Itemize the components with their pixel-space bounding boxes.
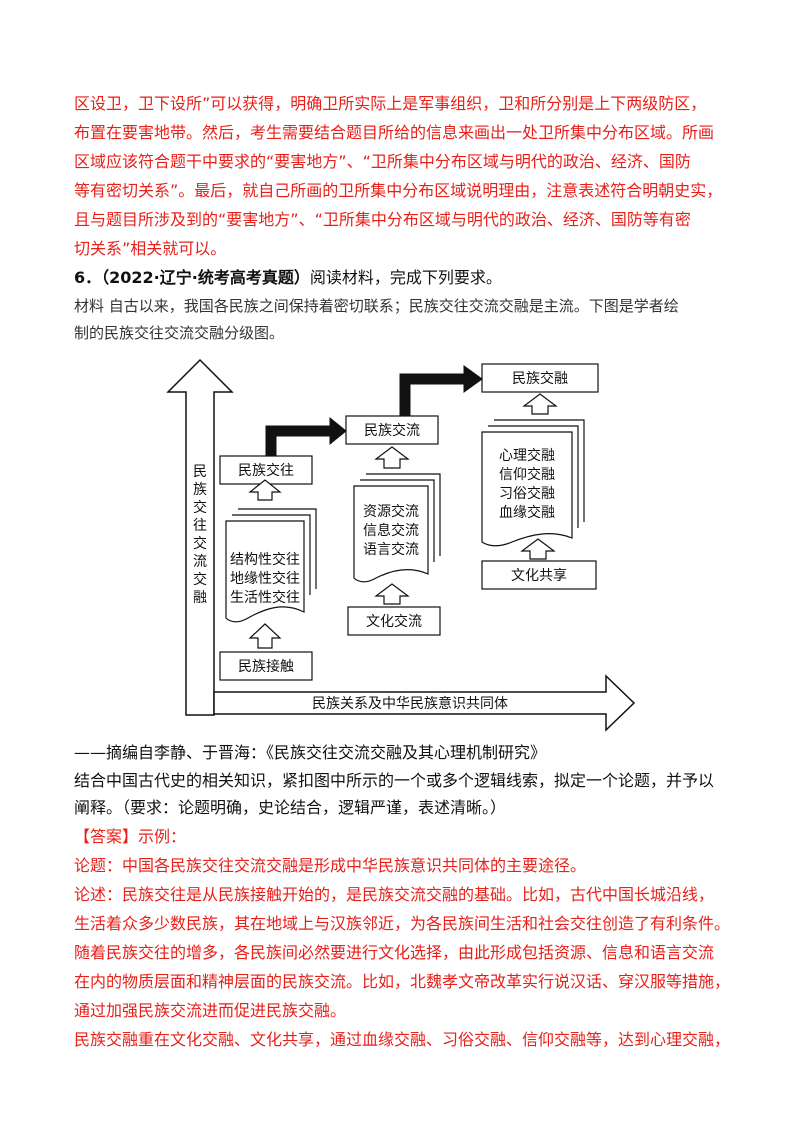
y-axis-char: 交 bbox=[193, 571, 207, 588]
question-number: 6． bbox=[74, 268, 102, 287]
y-axis-char: 交 bbox=[193, 499, 207, 516]
stage2-doc-line: 资源交流 bbox=[363, 503, 419, 520]
paragraph-line: 且与题目所涉及到的“要害地方”、“卫所集中分布区域与明代的政治、经济、国防等有密 bbox=[74, 210, 691, 229]
paragraph-line: 切关系”相关就可以。 bbox=[74, 239, 227, 258]
y-axis-label-group: 民 族 交 往 交 流 交 融 bbox=[193, 464, 207, 606]
answer-line: 生活着众多少数民族，其在地域上与汉族邻近，为各民族间生活和社会交往创造了有利条件… bbox=[74, 914, 731, 933]
stage1-base-label: 民族接触 bbox=[238, 658, 294, 675]
y-axis-char: 族 bbox=[193, 482, 207, 498]
stage2-up-arrow-top bbox=[374, 446, 410, 469]
answer-line: 通过加强民族交流进而促进民族交融。 bbox=[74, 1001, 347, 1020]
y-axis-char: 交 bbox=[193, 535, 207, 552]
answer-line: 论述：民族交往是从民族接触开始的，是民族交流交融的基础。比如，古代中国长城沿线， bbox=[74, 885, 715, 904]
stage2-doc-line: 语言交流 bbox=[363, 541, 419, 558]
material-line: 材料 自古以来，我国各民族之间保持着密切联系；民族交往交流交融是主流。下图是学者… bbox=[74, 297, 679, 315]
y-axis-char: 融 bbox=[193, 590, 207, 606]
stage2-top-box bbox=[345, 415, 439, 445]
paragraph-line: 布置在要害地带。然后，考生需要结合题目所给的信息来画出一处卫所集中分布区域。所画 bbox=[74, 123, 715, 142]
paragraph-line: 区设卫，卫下设所”可以获得，明确卫所实际上是军事组织，卫和所分别是上下两级防区， bbox=[74, 94, 707, 113]
connector-arrow-1 bbox=[265, 416, 347, 457]
stage3-doc-line: 心理交融 bbox=[499, 447, 555, 464]
y-axis-arrow bbox=[166, 358, 234, 716]
stage2-up-arrow bbox=[374, 583, 410, 605]
stage1-top-label: 民族交往 bbox=[238, 462, 294, 479]
stage3-doc-line: 习俗交融 bbox=[499, 485, 555, 502]
stage1-doc-line: 结构性交往 bbox=[230, 551, 300, 568]
paragraph-line: 等有密切关系”。最后，就自己所画的卫所集中分布区域说明理由，注意表述符合明朝史实… bbox=[74, 181, 723, 200]
y-axis-char: 往 bbox=[193, 518, 207, 534]
y-axis-char: 流 bbox=[193, 554, 207, 570]
stage1-up-arrow-top bbox=[248, 479, 282, 501]
stage1-document bbox=[225, 508, 317, 623]
stage3-base-label: 文化共享 bbox=[511, 567, 567, 584]
stage3-top-label: 民族交融 bbox=[512, 370, 568, 387]
paragraph-line: 区域应该符合题干中要求的“要害地方”、“卫所集中分布区域与明代的政治、经济、国防 bbox=[74, 152, 691, 171]
y-axis-char: 民 bbox=[193, 464, 207, 480]
x-axis-arrow bbox=[213, 674, 636, 732]
stage3-up-arrow-top bbox=[522, 393, 558, 415]
question-source: （2022·辽宁·统考高考真题） bbox=[101, 268, 310, 287]
answer-heading: 【答案】示例： bbox=[74, 825, 186, 849]
answer-line: 论题：中国各民族交往交流交融是形成中华民族意识共同体的主要途径。 bbox=[74, 856, 587, 875]
stage2-base-label: 文化交流 bbox=[366, 613, 422, 630]
citation: ——摘编自李静、于晋海：《民族交往交流交融及其心理机制研究》 bbox=[74, 743, 547, 762]
stage2-document bbox=[353, 473, 441, 583]
x-axis-label: 民族关系及中华民族意识共同体 bbox=[312, 695, 508, 712]
stage1-doc-line: 地缘性交往 bbox=[230, 570, 300, 587]
stage3-doc-line: 信仰交融 bbox=[499, 466, 555, 483]
stage3-top-box bbox=[481, 363, 599, 393]
stage1-top-box bbox=[219, 455, 313, 485]
question-heading: 6．（2022·辽宁·统考高考真题）阅读材料，完成下列要求。 bbox=[74, 266, 502, 290]
answer-tag-suffix: 示例： bbox=[138, 827, 187, 846]
stage3-doc-line: 血缘交融 bbox=[499, 504, 555, 521]
stage2-base-box bbox=[347, 606, 441, 636]
stage2-doc-line: 信息交流 bbox=[363, 522, 419, 539]
answer-tag: 【答案】 bbox=[74, 827, 139, 846]
task-line: 阐释。（要求：论题明确，史论结合，逻辑严谨，表述清晰。） bbox=[74, 798, 507, 817]
answer-line: 随着民族交往的增多，各民族间必然要进行文化选择，由此形成包括资源、信息和语言交流 bbox=[74, 943, 715, 962]
stage3-up-arrow bbox=[520, 538, 556, 560]
answer-line: 民族交融重在文化交融、文化共享，通过血缘交融、习俗交融、信仰交融等，达到心理交融… bbox=[74, 1030, 731, 1049]
stage3-base-box bbox=[481, 560, 597, 590]
stage2-top-label: 民族交流 bbox=[364, 422, 420, 439]
task-line: 结合中国古代史的相关知识，紧扣图中所示的一个或多个逻辑线索，拟定一个论题，并予以 bbox=[74, 771, 715, 790]
material-line: 制的民族交往交流交融分级图。 bbox=[74, 324, 285, 342]
stage1-up-arrow bbox=[248, 623, 282, 649]
connector-arrow-2 bbox=[399, 365, 483, 417]
stage1-doc-line: 生活性交往 bbox=[230, 589, 300, 606]
stage3-document bbox=[481, 419, 585, 547]
answer-line: 在内的物质层面和精神层面的民族交流。比如，北魏孝文帝改革实行说汉话、穿汉服等措施… bbox=[74, 972, 731, 991]
stage1-base-box bbox=[219, 651, 313, 681]
question-prompt: 阅读材料，完成下列要求。 bbox=[309, 268, 502, 287]
